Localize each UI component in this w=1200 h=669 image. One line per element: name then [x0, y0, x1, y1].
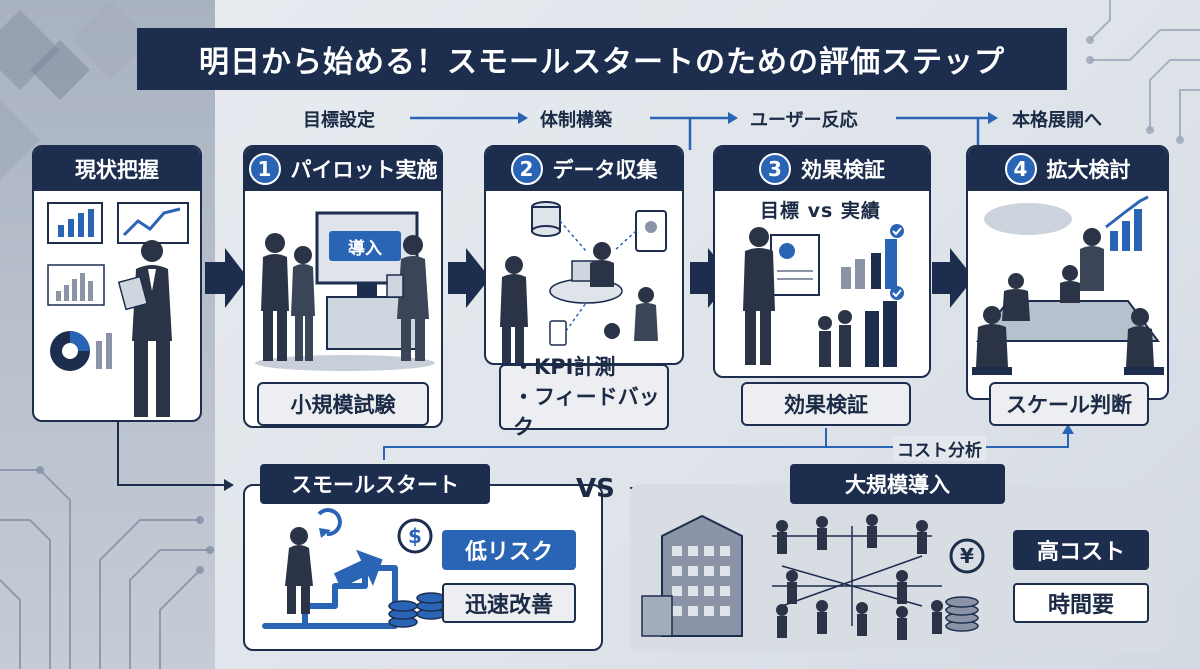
- step-card-pilot: 1 パイロット実施 導入: [243, 145, 443, 428]
- step-card-current-state: 現状把握: [32, 145, 202, 422]
- step-number: 1: [248, 153, 281, 185]
- step-title: 効果検証: [801, 158, 885, 182]
- tag-high-cost: 高コスト: [1013, 530, 1149, 570]
- step-title: 現状把握: [75, 158, 159, 182]
- step-illustration: [715, 191, 929, 376]
- step-sub-list: ・KPI計測 ・フィードバック: [499, 355, 669, 439]
- step-header: 3 効果検証: [715, 147, 929, 191]
- flow-label-goal: 目標設定: [303, 110, 375, 131]
- data-collection-illustration: [500, 201, 667, 363]
- step-illustration: 導入: [245, 191, 441, 426]
- sub-item-kpi: ・KPI計測: [513, 355, 616, 379]
- step-sub-label: スケール判断: [989, 382, 1149, 426]
- step-number: 3: [759, 153, 791, 185]
- analyst-illustration: [47, 202, 189, 417]
- step-header: 4 拡大検討: [968, 147, 1167, 191]
- flow-label-full-rollout: 本格展開へ: [1012, 110, 1102, 131]
- step-number: 2: [510, 153, 543, 185]
- tag-time-required: 時間要: [1013, 583, 1149, 623]
- vs-label: VS: [576, 474, 615, 504]
- compare-label: 目標 vs 実績: [760, 200, 881, 222]
- step-illustration: [486, 191, 682, 363]
- step-number: 4: [1004, 153, 1037, 185]
- page-title: 明日から始める！スモールスタートのための評価ステップ: [137, 28, 1067, 90]
- verification-illustration: [743, 224, 904, 367]
- step-card-expansion: 4 拡大検討: [966, 145, 1169, 400]
- cost-analysis-label: コスト分析: [893, 436, 986, 461]
- step-title: 拡大検討: [1046, 158, 1131, 182]
- step-title: データ収集: [552, 158, 658, 182]
- svg-text:$: $: [408, 524, 422, 548]
- step-header: 2 データ収集: [486, 147, 682, 191]
- step-card-data-collection: 2 データ収集: [484, 145, 684, 365]
- flow-label-user-response: ユーザー反応: [750, 110, 858, 131]
- screen-label: 導入: [329, 231, 401, 261]
- small-start-heading: スモールスタート: [260, 464, 490, 504]
- step-illustration: [968, 191, 1167, 398]
- large-scale-heading: 大規模導入: [790, 464, 1005, 504]
- small-start-illustration: $: [262, 508, 446, 629]
- large-scale-illustration: ¥: [641, 514, 985, 640]
- meeting-illustration: [972, 195, 1164, 375]
- flow-label-structure: 体制構築: [540, 110, 612, 131]
- tag-low-risk: 低リスク: [442, 530, 576, 570]
- step-illustration: [34, 191, 200, 420]
- svg-text:¥: ¥: [960, 544, 974, 568]
- step-header: 現状把握: [34, 147, 200, 191]
- step-header: 1 パイロット実施: [245, 147, 441, 191]
- pilot-illustration: [255, 211, 435, 371]
- step-card-effect-verification: 3 効果検証: [713, 145, 931, 378]
- step-sub-label: 小規模試験: [257, 382, 429, 426]
- sub-item-feedback: ・フィードバック: [513, 385, 660, 439]
- tag-rapid-improvement: 迅速改善: [442, 583, 576, 623]
- step-sub-label: 効果検証: [741, 382, 911, 426]
- step-title: パイロット実施: [290, 158, 438, 182]
